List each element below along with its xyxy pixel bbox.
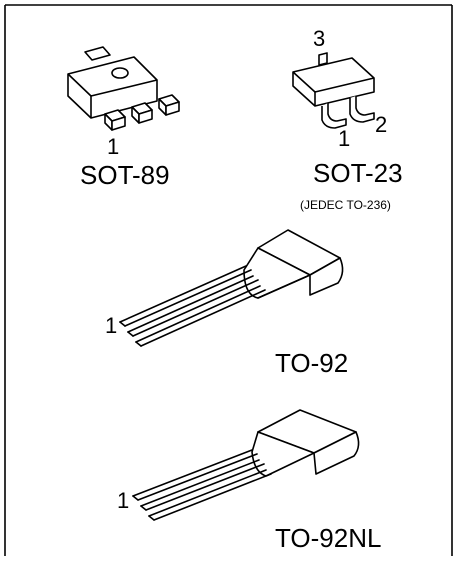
sot23-pin3-label: 3: [313, 26, 326, 51]
to92-drawing: [119, 229, 344, 347]
sot23-jedec-label: (JEDEC TO-236): [300, 198, 391, 212]
sot23-pin1-label: 1: [338, 126, 351, 151]
to92nl-pin1-label: 1: [117, 488, 130, 513]
sot89-drawing: [67, 46, 180, 131]
to92nl-leads: [132, 449, 272, 521]
sot89-pin1-label: 1: [107, 134, 120, 159]
sot23-drawing: [292, 52, 375, 129]
to92-package-name: TO-92: [275, 348, 349, 378]
frame: [4, 4, 453, 556]
sot23-package-name: SOT-23: [313, 158, 403, 188]
to92nl-package-name: TO-92NL: [275, 523, 382, 553]
to92nl-drawing: [132, 409, 360, 521]
sot89-package-name: SOT-89: [80, 160, 170, 190]
to92-pin1-label: 1: [105, 313, 118, 338]
to92-leads: [119, 265, 266, 347]
sot23-pin2-label: 2: [375, 112, 388, 137]
